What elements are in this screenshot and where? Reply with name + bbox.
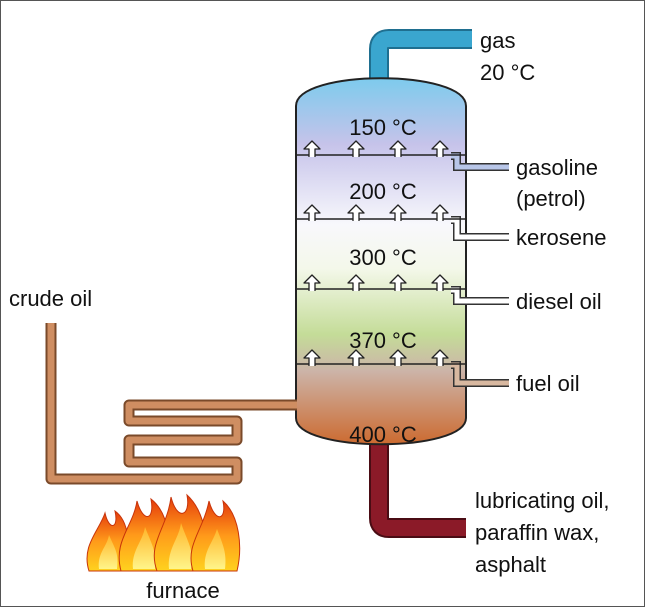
side-pipes (451, 152, 509, 387)
temperature-150: 150 °C (349, 115, 417, 140)
fuel-oil-draw-pipe-fill (451, 362, 509, 386)
product-residue-line2: paraffin wax, (475, 520, 599, 545)
product-gasoline-label: gasoline (516, 155, 598, 180)
diesel-draw-pipe-fill (451, 287, 509, 304)
furnace-label: furnace (146, 578, 219, 603)
temperature-370: 370 °C (349, 328, 417, 353)
product-kerosene-label: kerosene (516, 225, 607, 250)
tray-plate (296, 140, 466, 158)
temperature-200: 200 °C (349, 179, 417, 204)
temperature-400: 400 °C (349, 422, 417, 447)
furnace-flames (86, 493, 241, 572)
tray-plate (296, 274, 466, 292)
crude-oil-pipe-fill (47, 323, 297, 483)
distillation-column (295, 77, 467, 446)
flame-icon (86, 509, 129, 572)
crude-oil-label: crude oil (9, 286, 92, 311)
gas-outlet-pipe-fill (371, 31, 472, 83)
product-gas-label: gas (480, 28, 515, 53)
tray-plate (296, 204, 466, 222)
gasoline-draw-pipe-fill (451, 153, 509, 170)
crude-oil-coil (45, 323, 297, 485)
fuel-oil-draw-pipe (451, 361, 509, 387)
product-diesel-label: diesel oil (516, 289, 602, 314)
product-residue-line1: lubricating oil, (475, 488, 610, 513)
product-residue-line3: asphalt (475, 552, 546, 577)
kerosene-draw-pipe (451, 216, 509, 241)
residue-outlet-pipe-fill (371, 441, 466, 536)
product-gas-temp: 20 °C (480, 60, 535, 85)
tray-plate (296, 349, 466, 367)
temperature-300: 300 °C (349, 245, 417, 270)
residue-outlet-pipe (369, 441, 466, 538)
product-fuel-oil-label: fuel oil (516, 371, 580, 396)
product-gasoline-alt: (petrol) (516, 186, 586, 211)
kerosene-draw-pipe-fill (451, 217, 509, 240)
flame-icon (190, 499, 241, 572)
